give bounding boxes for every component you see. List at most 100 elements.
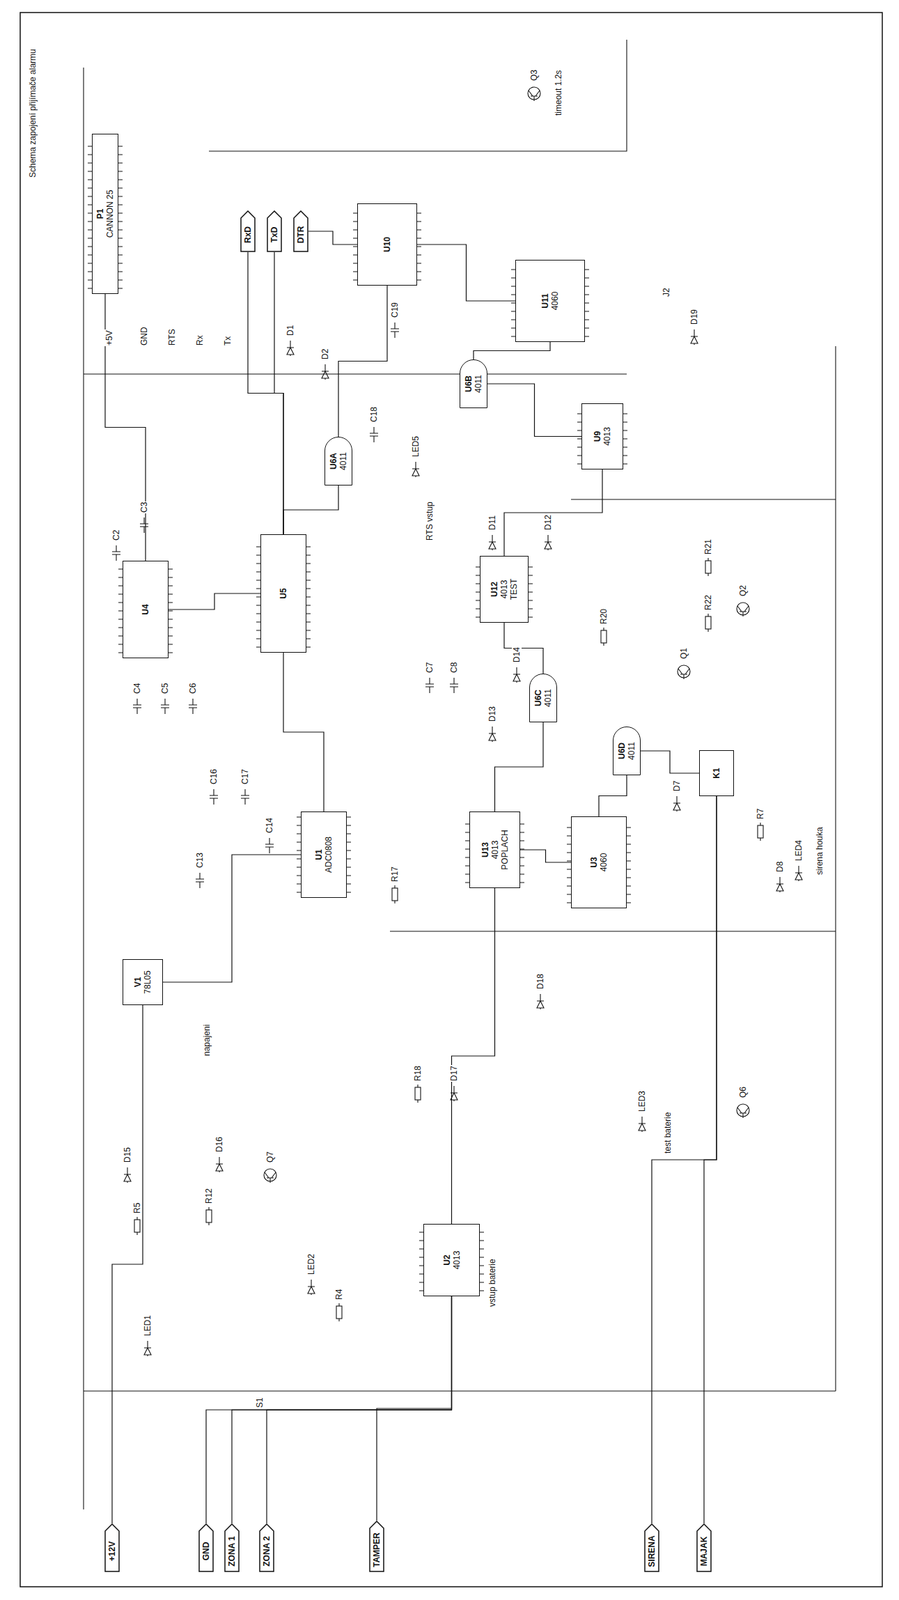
part-reference: C14 (264, 816, 275, 834)
signal-wire (417, 244, 516, 301)
part-value: 4011 (626, 741, 637, 760)
part-reference: D14 (511, 646, 522, 663)
part-reference: ZONA 1 (227, 1535, 237, 1567)
part-reference: D17 (449, 1064, 459, 1082)
part-reference: C19 (389, 301, 400, 319)
diode-symbol (776, 876, 784, 893)
offpage-connector: ZONA 2 (259, 1522, 275, 1572)
nand-gate: U6B4011 (459, 359, 488, 409)
supply-rail (208, 39, 627, 152)
signal-wire (651, 795, 717, 1523)
diode-symbol (795, 865, 803, 881)
signal-wire (504, 469, 603, 556)
part-reference: TxD (269, 227, 280, 244)
diode-symbol (307, 1279, 315, 1295)
part-reference: GND (201, 1541, 211, 1561)
part-reference: LED2 (306, 1252, 317, 1276)
part-reference: Q7 (265, 1150, 276, 1163)
diode-symbol (690, 329, 698, 345)
part-reference: U1 (314, 848, 324, 860)
part-reference: LED4 (793, 839, 804, 862)
signal-wire (451, 887, 496, 1224)
part-reference: LED3 (637, 1089, 647, 1113)
part-reference: SIRENA (646, 1534, 657, 1567)
signal-name: test baterie (662, 1111, 673, 1154)
part-reference: C17 (240, 768, 250, 785)
signal-wire (168, 593, 261, 610)
signal-wire (283, 485, 339, 535)
signal-wire (473, 341, 551, 360)
signal-name: RTS (167, 327, 177, 347)
diode-symbol (488, 534, 496, 551)
transistor-symbol (677, 665, 691, 679)
ic-package: U10 (357, 203, 418, 286)
ic-package: P1CANNON 25 (91, 133, 119, 294)
ic-package: U94013 (581, 403, 624, 470)
capacitor-symbol (449, 677, 459, 693)
resistor-symbol (336, 1302, 342, 1321)
part-reference: LED1 (142, 1314, 153, 1337)
part-reference: MAJAK (699, 1536, 709, 1567)
part-value: 4011 (543, 688, 553, 707)
part-reference: U2 (442, 1254, 452, 1265)
part-reference: TAMPER (371, 1531, 382, 1567)
signal-name: J2 (661, 286, 672, 298)
signal-wire (247, 252, 284, 535)
transistor-symbol (736, 1103, 750, 1118)
signal-name: Rx (194, 334, 205, 347)
part-reference: D2 (320, 348, 331, 361)
resistor-symbol (705, 613, 711, 632)
signal-name: S1 (254, 1396, 265, 1409)
part-reference: Q2 (738, 584, 748, 597)
part-reference: U9 (592, 431, 603, 442)
part-reference: U4 (140, 603, 151, 615)
resistor-symbol (705, 557, 711, 576)
part-reference: C2 (111, 529, 122, 542)
nand-gate: U6C4011 (529, 673, 558, 723)
part-reference: ZONA 2 (261, 1535, 272, 1567)
capacitor-symbol (112, 545, 121, 561)
signal-name: napajeni (201, 1023, 212, 1057)
part-value: 4060 (550, 291, 560, 311)
sheet-title: Schema zapojení přijímače alarmu (27, 47, 38, 179)
part-reference: +12V (107, 1541, 117, 1561)
part-reference: C4 (132, 682, 143, 695)
resistor-symbol (134, 1216, 140, 1235)
part-reference: U12 (489, 581, 500, 597)
ic-package: U114060 (515, 259, 585, 342)
part-value: 4013 (499, 580, 510, 599)
diode-symbol (321, 364, 329, 380)
part-reference: P1 (95, 208, 106, 220)
resistor-symbol (392, 885, 398, 904)
part-reference: D8 (775, 860, 785, 873)
part-reference: D19 (689, 308, 700, 326)
offpage-connector: DTR (293, 210, 309, 253)
ic-package: U4 (122, 560, 169, 659)
part-reference: U6C (533, 689, 544, 707)
part-reference: V1 (133, 976, 143, 988)
signal-wire (504, 622, 544, 674)
capacitor-symbol (195, 872, 205, 888)
supply-rail (83, 1389, 836, 1391)
part-value: 4013 (490, 840, 500, 860)
signal-name: vstup baterie (487, 1257, 498, 1308)
signal-name: GND (139, 325, 150, 347)
offpage-connector: SIRENA (644, 1522, 660, 1572)
supply-rail (82, 67, 84, 1510)
capacitor-symbol (133, 698, 142, 714)
part-reference: R17 (389, 865, 400, 883)
signal-wire (112, 1004, 143, 1523)
signal-wire (598, 775, 627, 817)
part-reference: R21 (703, 538, 714, 555)
offpage-connector: +12V (104, 1522, 120, 1572)
ic-package: U134013POPLACH (469, 811, 521, 888)
capacitor-symbol (160, 698, 170, 714)
part-reference: U3 (589, 856, 599, 867)
part-reference: C18 (369, 405, 379, 423)
ic-package: U124013TEST (479, 555, 529, 623)
capacitor-symbol (390, 322, 400, 338)
signal-wire (162, 854, 301, 982)
diode-symbol (673, 795, 681, 812)
